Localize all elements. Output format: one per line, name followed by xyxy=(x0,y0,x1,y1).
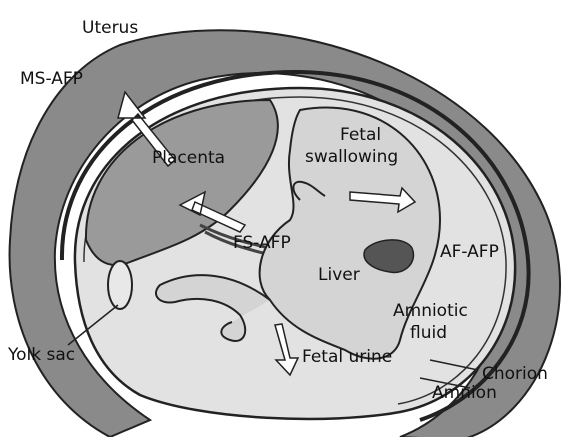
label-amniotic: Amniotic xyxy=(393,301,468,321)
label-fs-afp: FS-AFP xyxy=(233,233,291,253)
label-fetal: Fetal xyxy=(340,125,381,145)
yolk-sac xyxy=(108,261,132,309)
label-af-afp: AF-AFP xyxy=(440,242,499,262)
label-ms-afp: MS-AFP xyxy=(20,69,83,89)
label-swallowing: swallowing xyxy=(305,147,398,167)
label-chorion: Chorion xyxy=(482,364,548,384)
label-amnion: Amnion xyxy=(432,383,497,403)
label-fetal-urine: Fetal urine xyxy=(302,347,392,367)
label-uterus: Uterus xyxy=(82,18,138,38)
label-liver: Liver xyxy=(318,265,360,285)
label-yolk-sac: Yolk sac xyxy=(7,345,75,365)
label-placenta: Placenta xyxy=(152,148,225,168)
label-fluid: fluid xyxy=(410,323,447,343)
